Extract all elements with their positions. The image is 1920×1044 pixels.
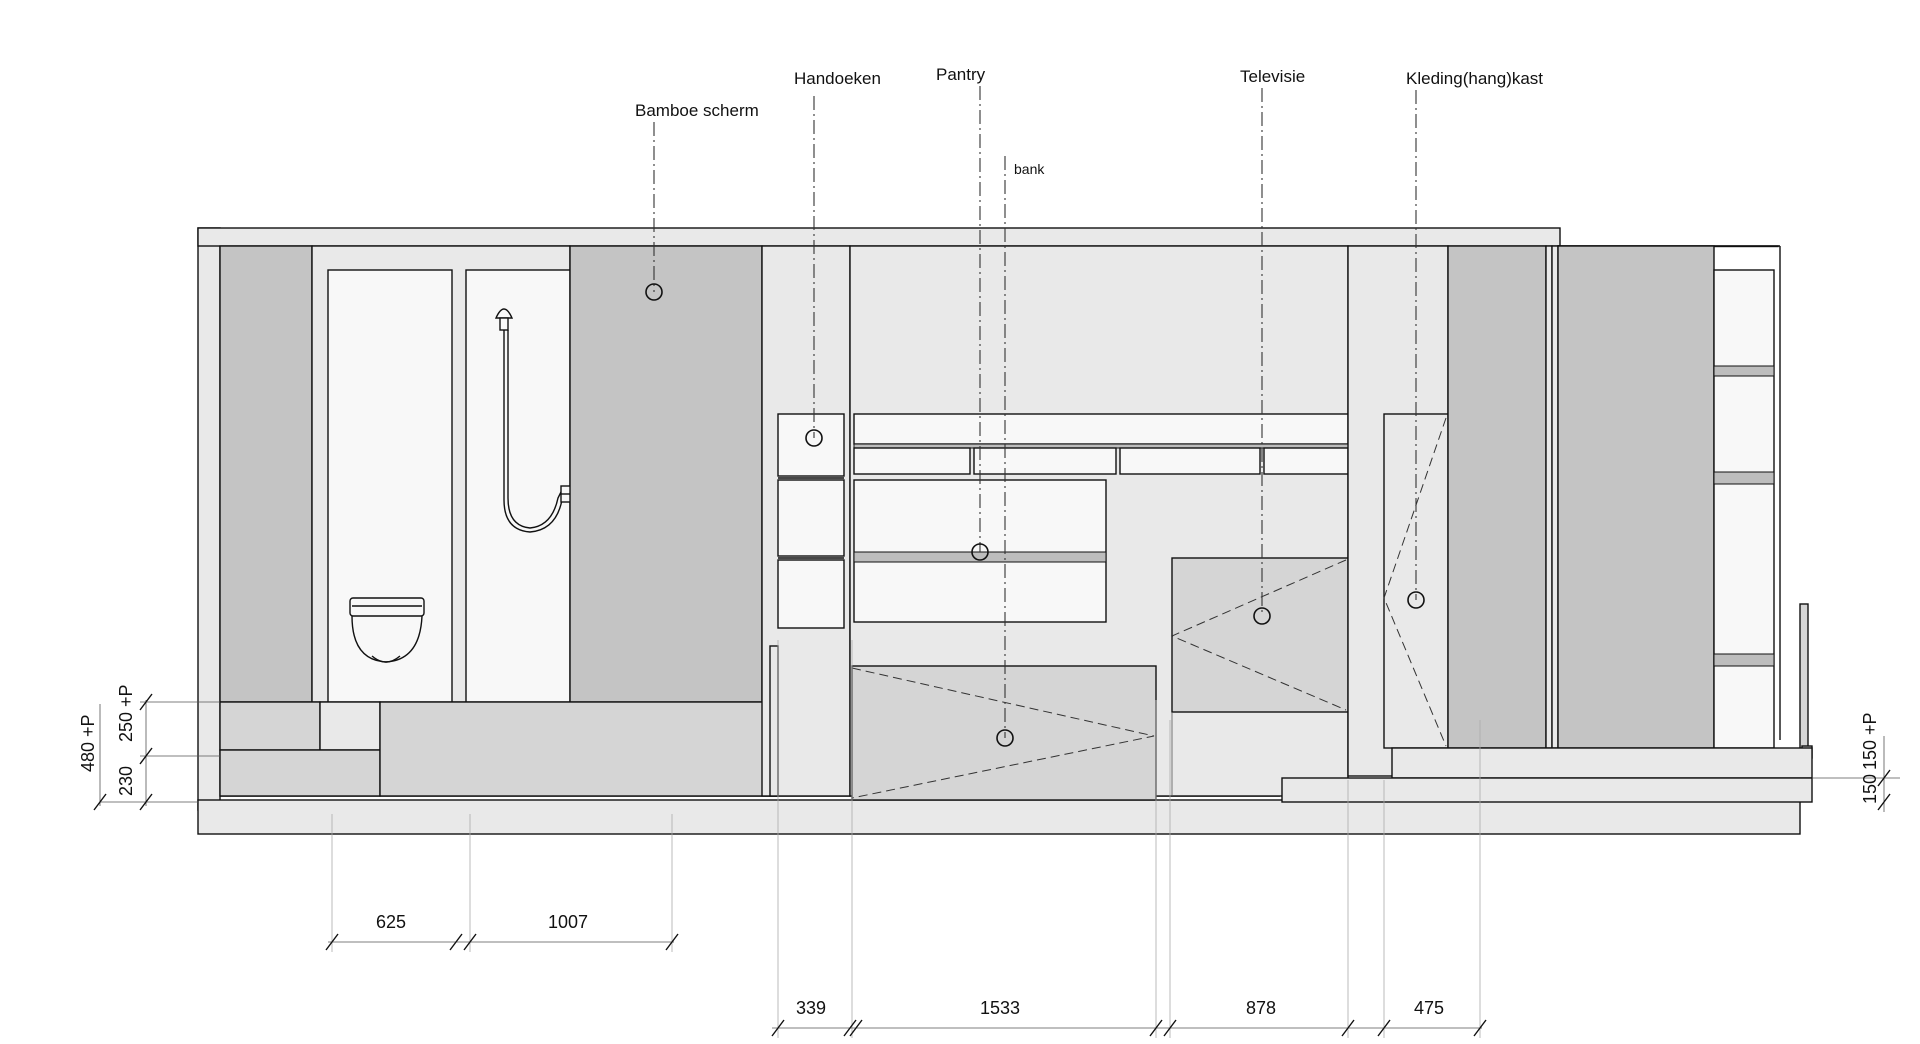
wall-panel-left: [219, 245, 313, 703]
marker-bank: [996, 729, 1014, 747]
labels: Bamboe scherm Handoeken Pantry bank Tele…: [635, 65, 1543, 177]
shelf-2: [1713, 471, 1775, 485]
dim-625: 625: [376, 912, 406, 932]
dim-480p: 480 +P: [78, 714, 98, 772]
label-pantry: Pantry: [936, 65, 986, 84]
dimension-row-1: 625 1007: [325, 912, 679, 951]
label-bamboe-scherm: Bamboe scherm: [635, 101, 759, 120]
marker-handoeken: [805, 429, 823, 447]
label-handoeken: Handoeken: [794, 69, 881, 88]
extension-lines: [331, 640, 1481, 1038]
bathroom-floor-step: [379, 701, 779, 797]
drawer-3: [1119, 447, 1261, 475]
upper-shelf: [853, 413, 1349, 445]
dim-250p: 250 +P: [116, 684, 136, 742]
marker-televisie: [1253, 607, 1271, 625]
marker-pantry: [971, 543, 989, 561]
door-handle: [1799, 603, 1809, 759]
hanging-wardrobe: [1557, 245, 1715, 749]
dim-150: 150: [1860, 774, 1880, 804]
dim-230: 230: [116, 766, 136, 796]
raised-floor-upper: [1391, 747, 1813, 779]
base-step-upper: [219, 701, 321, 751]
base-step-gap: [319, 701, 381, 751]
column-edge: [769, 645, 779, 797]
drawer-1: [853, 447, 971, 475]
dimension-row-2: 339 1533 878 475: [771, 998, 1487, 1037]
side-shelving: [1713, 269, 1775, 749]
towel-cabinet-low: [777, 559, 845, 629]
dim-475: 475: [1414, 998, 1444, 1018]
dimension-left: 480 +P 250 +P 230: [78, 684, 220, 811]
drawer-4: [1263, 447, 1349, 475]
roof-slab: [197, 227, 1561, 247]
towel-cabinet-mid: [777, 479, 845, 557]
toilet-panel: [327, 269, 453, 703]
base-step-lower: [219, 749, 381, 797]
drawer-2: [973, 447, 1117, 475]
marker-bamboe: [645, 283, 663, 301]
toilet-icon: [349, 597, 425, 663]
dimension-right: 150 150 +P: [1812, 712, 1900, 812]
shelf-1: [1713, 365, 1775, 377]
bamboo-screen: [569, 245, 763, 703]
label-televisie: Televisie: [1240, 67, 1305, 86]
leaders: [645, 86, 1425, 747]
bank-sofa: [851, 665, 1157, 801]
label-kledingkast: Kleding(hang)kast: [1406, 69, 1543, 88]
marker-kledingkast: [1407, 591, 1425, 609]
wardrobe-zone: [1281, 245, 1813, 803]
bathroom-zone: [219, 245, 779, 797]
dim-1007: 1007: [548, 912, 588, 932]
dim-339: 339: [796, 998, 826, 1018]
wardrobe-trim-1: [1545, 245, 1553, 749]
shower-panel: [465, 269, 571, 703]
towel-storage: [761, 245, 851, 797]
dim-1533: 1533: [980, 998, 1020, 1018]
pantry-zone: [849, 245, 1349, 801]
television-unit: [1171, 557, 1349, 713]
wardrobe-panel: [1447, 245, 1547, 749]
raised-floor-lower: [1281, 777, 1813, 803]
shower-hose-icon: [503, 330, 572, 533]
floor-slab: [197, 799, 1801, 835]
shelf-3: [1713, 653, 1775, 667]
label-bank: bank: [1014, 161, 1045, 177]
wardrobe-trim-2: [1551, 245, 1559, 749]
dim-150p: 150 +P: [1860, 712, 1880, 770]
left-outer-wall: [197, 227, 221, 811]
dim-878: 878: [1246, 998, 1276, 1018]
